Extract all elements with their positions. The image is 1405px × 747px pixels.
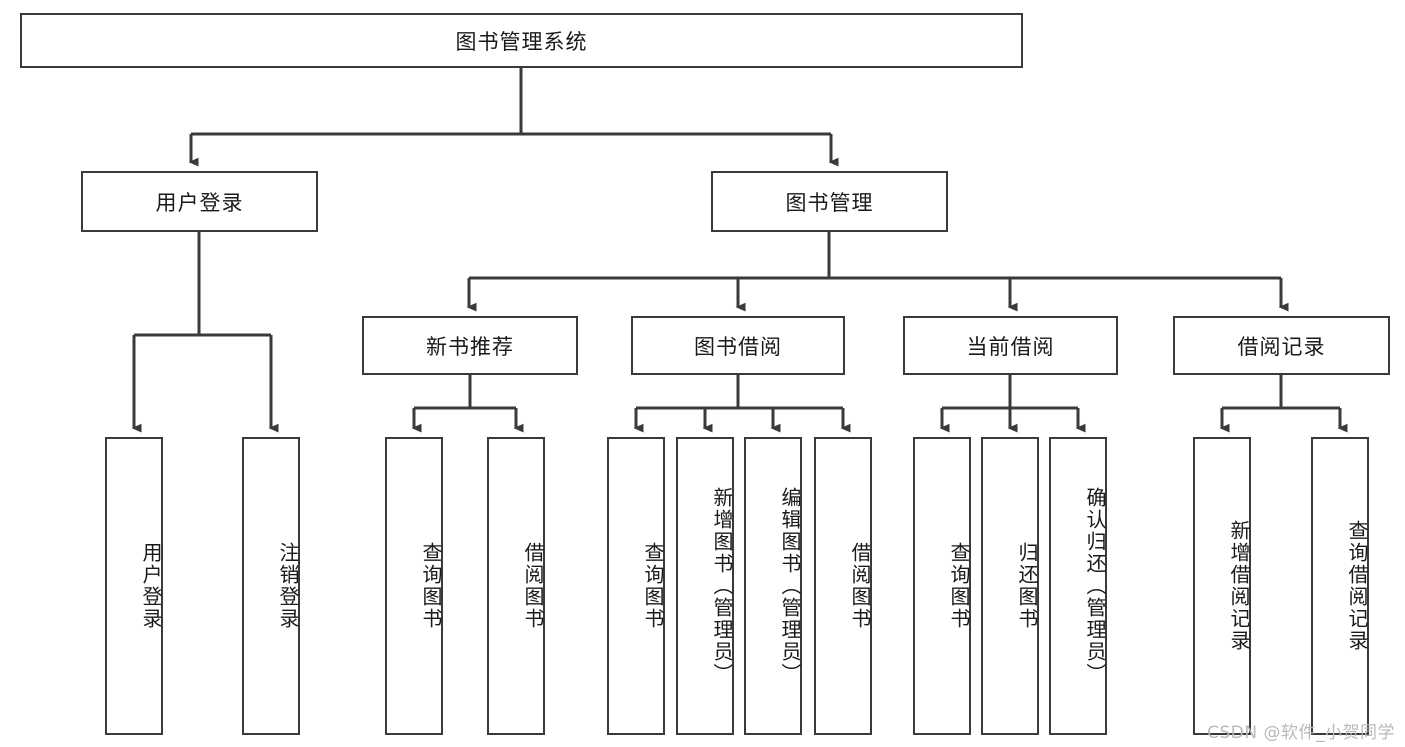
leaf-label: 确认归还（管理员） [1083,487,1107,685]
leaf-label: 注销登录 [276,542,300,630]
leaf-label: 用户登录 [139,542,163,630]
node-book-management-label: 图书管理 [785,190,874,215]
leaf-label: 新增借阅记录 [1227,520,1251,652]
leaf-label: 查询图书 [947,542,971,630]
leaf-record-add[interactable]: 新增借阅记录 [1193,437,1251,735]
node-root[interactable]: 图书管理系统 [20,13,1023,68]
leaf-user-login-logout[interactable]: 注销登录 [242,437,300,735]
node-root-label: 图书管理系统 [455,29,588,54]
leaf-new-book-query[interactable]: 查询图书 [385,437,443,735]
leaf-label: 新增图书（管理员） [710,487,734,685]
leaf-label: 归还图书 [1015,542,1039,630]
node-new-book-recommend-label: 新书推荐 [426,334,514,359]
leaf-record-query[interactable]: 查询借阅记录 [1311,437,1369,735]
leaf-new-book-borrow[interactable]: 借阅图书 [487,437,545,735]
leaf-current-query-book[interactable]: 查询图书 [913,437,971,735]
leaf-label: 借阅图书 [521,542,545,630]
node-book-borrow[interactable]: 图书借阅 [631,316,845,375]
leaf-borrow-query-book[interactable]: 查询图书 [607,437,665,735]
leaf-user-login-login[interactable]: 用户登录 [105,437,163,735]
leaf-label: 借阅图书 [848,542,872,630]
node-user-login-label: 用户登录 [155,190,244,215]
node-borrow-record-label: 借阅记录 [1237,334,1326,359]
leaf-current-return-book[interactable]: 归还图书 [981,437,1039,735]
node-new-book-recommend[interactable]: 新书推荐 [362,316,578,375]
leaf-borrow-borrow-book[interactable]: 借阅图书 [814,437,872,735]
leaf-current-confirm-return-admin[interactable]: 确认归还（管理员） [1049,437,1107,735]
watermark: CSDN @软件_小贺同学 [1207,723,1395,743]
leaf-borrow-edit-book-admin[interactable]: 编辑图书（管理员） [744,437,802,735]
node-current-borrow-label: 当前借阅 [966,334,1055,359]
leaf-label: 编辑图书（管理员） [778,487,802,685]
node-user-login[interactable]: 用户登录 [81,171,318,232]
leaf-label: 查询图书 [641,542,665,630]
leaf-label: 查询借阅记录 [1345,520,1369,652]
node-borrow-record[interactable]: 借阅记录 [1173,316,1390,375]
node-current-borrow[interactable]: 当前借阅 [903,316,1118,375]
leaf-label: 查询图书 [419,542,443,630]
node-book-borrow-label: 图书借阅 [694,334,782,359]
leaf-borrow-add-book-admin[interactable]: 新增图书（管理员） [676,437,734,735]
node-book-management[interactable]: 图书管理 [711,171,948,232]
